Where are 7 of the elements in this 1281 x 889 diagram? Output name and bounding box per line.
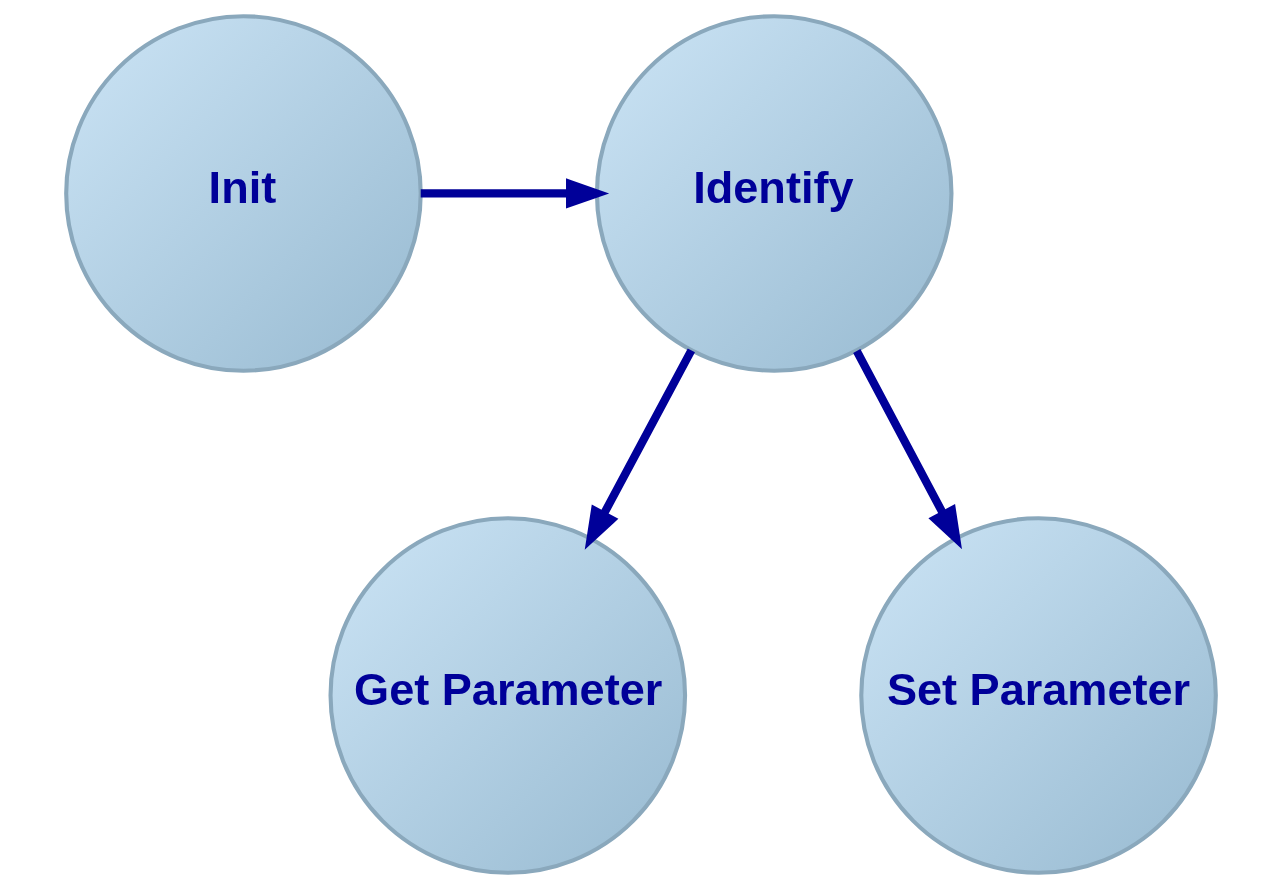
node-circle: Init (63, 14, 423, 373)
arrow (852, 349, 962, 550)
arrow (420, 178, 609, 209)
node-circle: Get Parameter (328, 516, 687, 875)
node-circle: Identify (594, 14, 953, 373)
arrow (584, 348, 695, 550)
node-circle: Set Parameter (858, 516, 1218, 875)
